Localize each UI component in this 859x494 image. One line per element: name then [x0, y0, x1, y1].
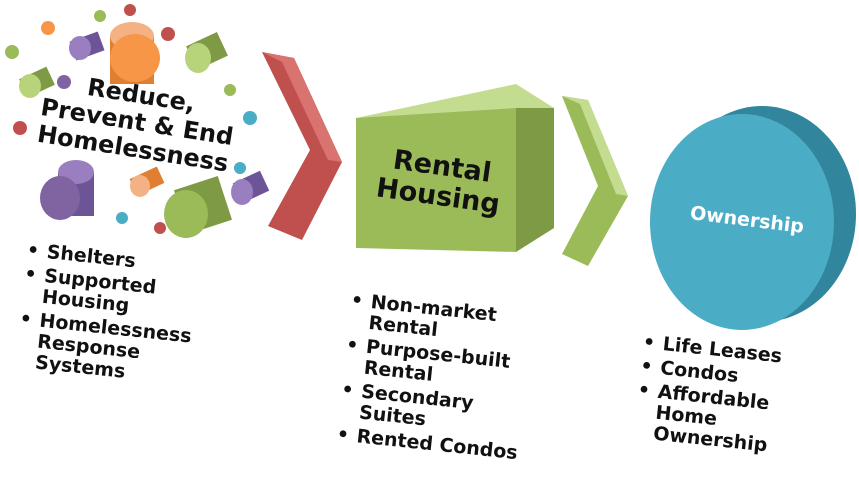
small-dot	[154, 222, 166, 234]
small-dot	[13, 121, 27, 135]
orange-cylinder	[110, 22, 160, 84]
small-dot	[57, 75, 71, 89]
small-dot	[124, 4, 136, 16]
stage-list-rental: Non-market Rental Purpose-built Rental S…	[335, 290, 560, 470]
stage-list-homelessness: Shelters Supported Housing Homelessness …	[14, 240, 247, 397]
small-dot	[41, 21, 55, 35]
decorative-shapes	[5, 4, 270, 238]
rental-housing-box	[356, 84, 554, 252]
ownership-disc	[650, 106, 856, 330]
small-dot	[5, 45, 19, 59]
stage-list-ownership: Life Leases Condos Affordable Home Owner…	[632, 332, 833, 465]
small-dot	[116, 212, 128, 224]
chevron-arrow-red	[262, 52, 342, 240]
green-cylinder-large	[164, 176, 232, 238]
small-dot	[234, 162, 246, 174]
orange-cylinder-small	[129, 166, 165, 197]
purple-cylinder	[69, 31, 105, 61]
chevron-arrow-green	[562, 96, 628, 266]
purple-cylinder-right	[231, 170, 270, 205]
small-dot	[243, 111, 257, 125]
small-dot	[161, 27, 175, 41]
small-dot	[224, 84, 236, 96]
green-cylinder-small	[19, 66, 55, 98]
small-dot	[94, 10, 106, 22]
purple-cylinder-large	[40, 160, 94, 220]
green-cylinder	[185, 32, 228, 73]
